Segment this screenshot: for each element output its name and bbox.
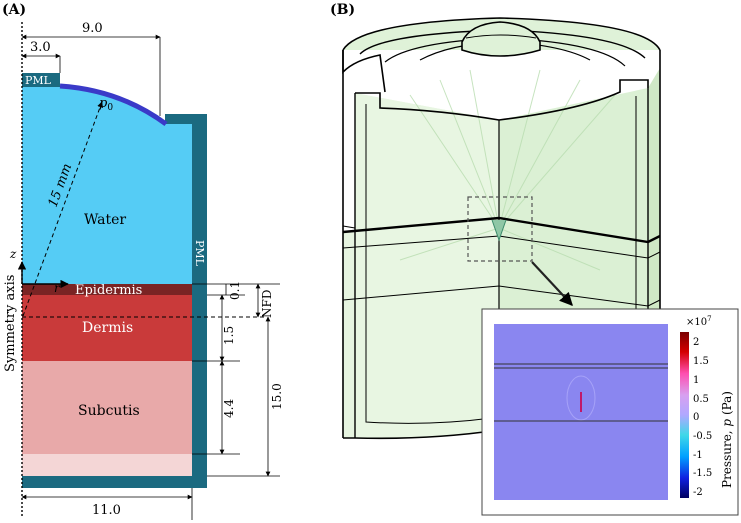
dermis-layer: [22, 295, 192, 361]
interface-dermis: [342, 235, 661, 259]
pml-top-region: [22, 73, 60, 87]
cutaway-top-edge-right: [498, 79, 649, 121]
central-dome: [461, 21, 541, 57]
subcutis-label: Subcutis: [78, 403, 140, 419]
pml-right-region: [192, 114, 207, 488]
colorbar-tick: 1.5: [693, 356, 709, 367]
colorbar-tick: -1.5: [693, 468, 712, 479]
dim-dermis: 1.5: [222, 326, 236, 345]
nfd-label: NFD: [260, 290, 274, 318]
pml-side-label: PML: [193, 240, 206, 267]
pml-top-right-region: [165, 114, 207, 124]
colorbar-tick: -1: [693, 450, 703, 461]
epidermis-label: Epidermis: [75, 283, 142, 298]
outer-right-face: [648, 68, 660, 372]
water-label: Water: [84, 212, 126, 228]
interface-water-epidermis: [342, 216, 661, 244]
panel-b-label: (B): [330, 2, 355, 18]
cutaway-top-edge-left: [355, 92, 500, 121]
water-region: [22, 87, 192, 284]
colorbar-tick: 2: [693, 337, 699, 348]
interface-edge-left: [342, 225, 356, 229]
panel-a-label: (A): [2, 2, 26, 18]
symmetry-axis-label: Symmetry axis: [3, 275, 18, 372]
colorbar-tick: 0: [693, 412, 699, 423]
inset-wave-ring: [566, 375, 596, 421]
pml-bottom-region: [22, 476, 207, 488]
dim-total: 15.0: [270, 383, 284, 410]
colorbar-title: Pressure, p (Pa): [720, 391, 734, 488]
subcutis-layer: [22, 361, 192, 454]
zoom-box: [467, 196, 533, 262]
colorbar-tick: 1: [693, 375, 699, 386]
colorbar-tick: -2: [693, 487, 703, 498]
epidermis-layer: [22, 284, 192, 295]
panel-b: (B): [330, 2, 739, 516]
colorbar-ticks: 2 1.5 1 0.5 0 -0.5 -1 -1.5 -2: [693, 337, 712, 498]
r-axis-label: r: [54, 281, 61, 295]
pml-top-label: PML: [25, 74, 52, 87]
panel-a: (A) Symmetry axis 9.0 3.0 PML PML p0: [2, 2, 284, 520]
interface-subcutis: [342, 285, 661, 307]
colorbar: [680, 332, 689, 498]
transducer-arc: [59, 83, 168, 127]
colorbar-tick: -0.5: [693, 431, 712, 442]
radius-arrow: [22, 101, 103, 317]
colorbar-tick: 0.5: [693, 394, 709, 405]
dim-width-top: 9.0: [82, 21, 103, 36]
z-axis-label: z: [9, 247, 17, 261]
top-ring-wall-left: [342, 50, 386, 93]
dome-rim: [465, 34, 537, 39]
focal-spot: [491, 219, 507, 242]
dermis-label: Dermis: [82, 320, 133, 336]
dim-width-bottom: 11.0: [92, 503, 121, 518]
inner-thin-left: [365, 104, 493, 424]
bottom-layer: [22, 454, 192, 476]
colorbar-exponent: ×107: [686, 315, 712, 328]
dim-subcutis: 4.4: [222, 399, 236, 418]
p0-label: p0: [99, 96, 113, 113]
dim-epidermis: 0.1: [228, 281, 242, 300]
zoom-arrow: [531, 261, 573, 306]
cutaway-left-face: [355, 93, 499, 439]
dim-pml-width: 3.0: [30, 40, 51, 55]
